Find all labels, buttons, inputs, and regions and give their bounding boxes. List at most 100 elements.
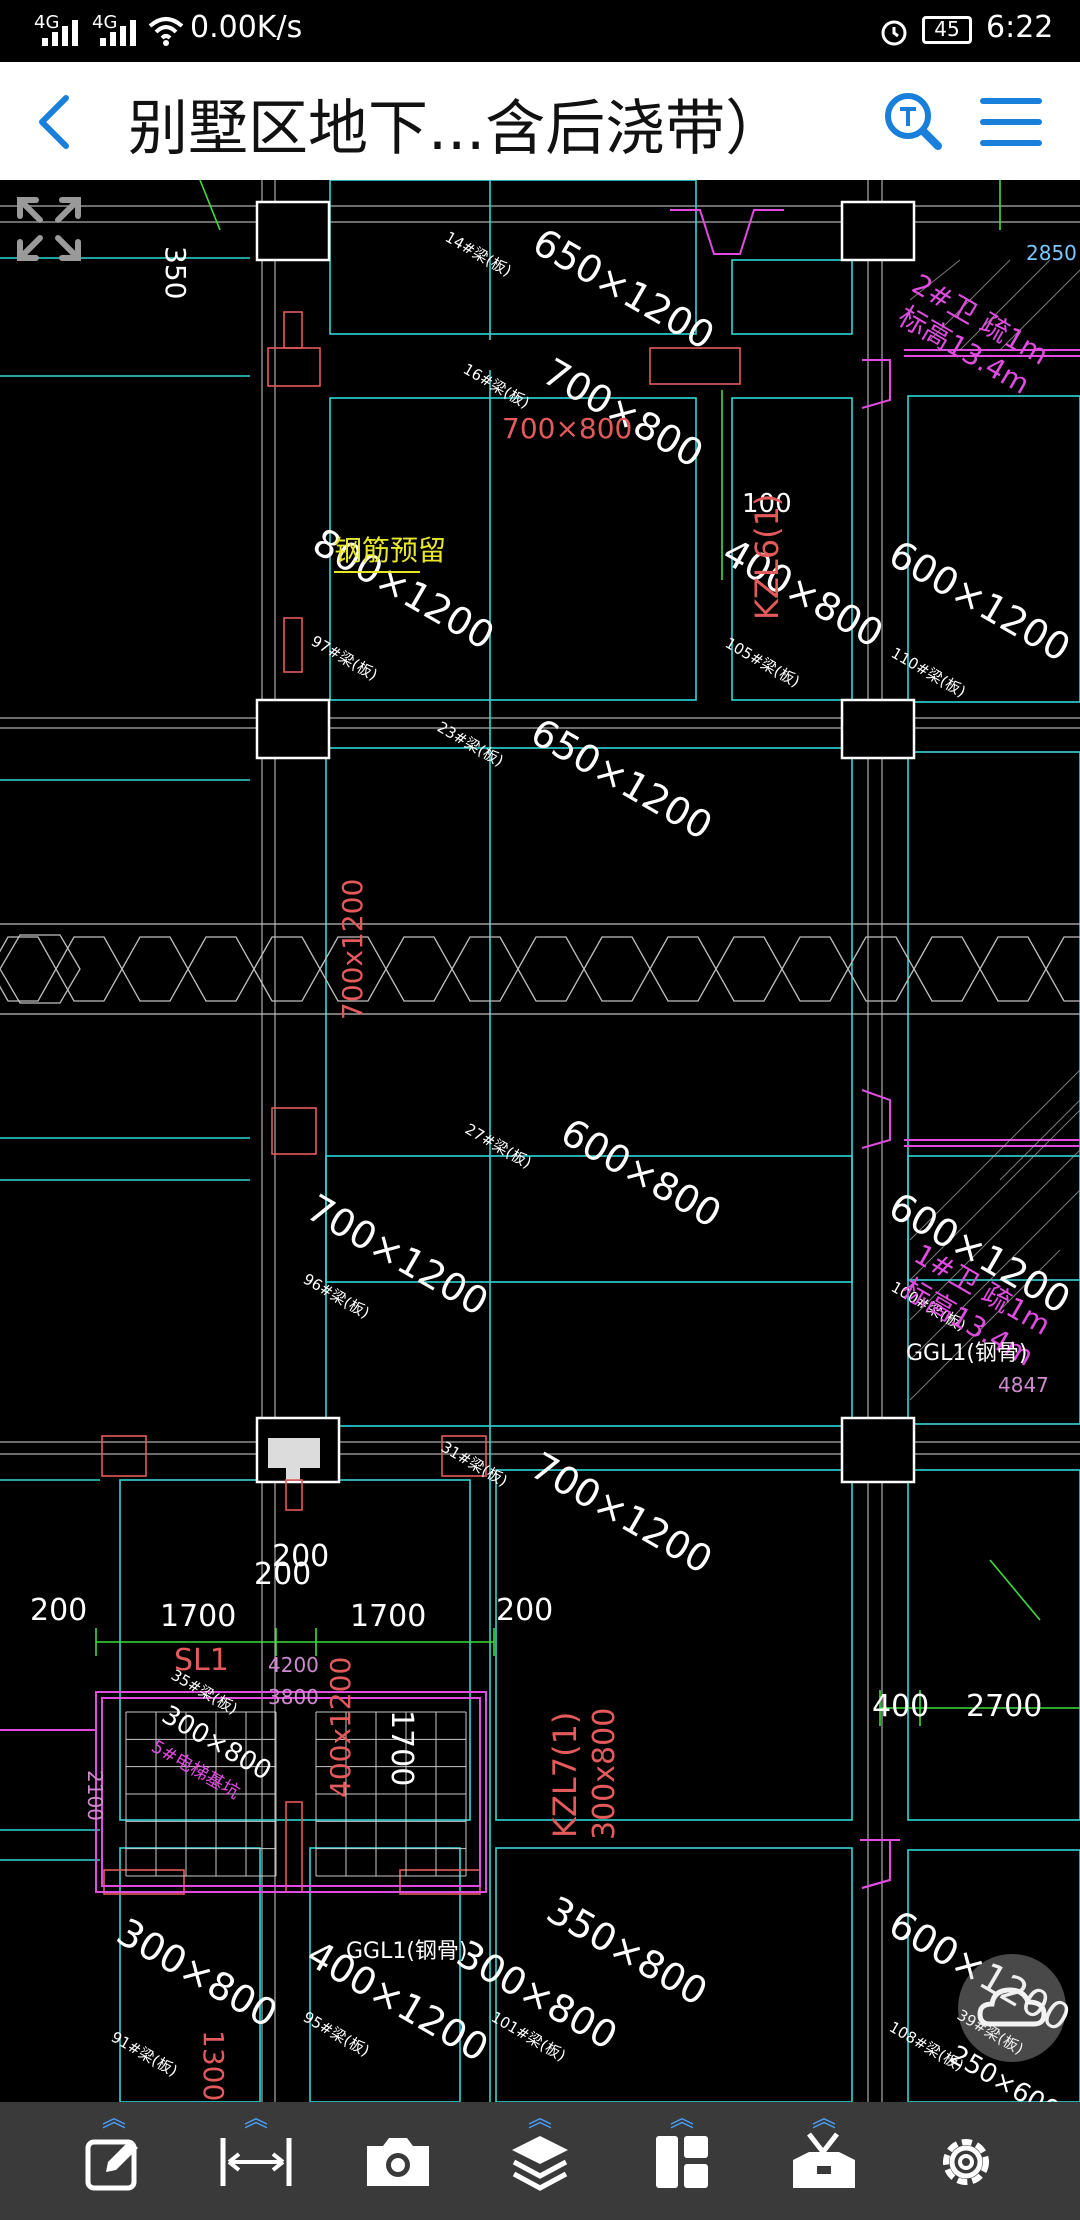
toolbox-icon xyxy=(793,2132,855,2188)
battery-icon: 45 xyxy=(922,16,972,44)
dimension-texts: 350 2850 200 1700 200 200 1700 200 4200 … xyxy=(30,241,1077,1821)
beam-label: 100 xyxy=(742,489,792,519)
cloud-sync-button[interactable] xyxy=(958,1954,1066,2062)
beam-tag: 96#梁(板) xyxy=(300,1270,373,1322)
red-label: 1300 xyxy=(197,2030,230,2101)
beam-label: 700×1200 xyxy=(300,1186,496,1325)
dim-text: 4847 xyxy=(998,1373,1049,1397)
battery-level: 45 xyxy=(934,17,960,41)
clock: 6:22 xyxy=(986,10,1054,45)
beam-tag: 27#梁(板) xyxy=(462,1120,535,1172)
dim-text: 200 xyxy=(496,1593,553,1628)
hexagon-cell xyxy=(1045,936,1080,1002)
wifi-icon xyxy=(148,17,184,46)
magenta-elements xyxy=(0,209,1080,1893)
layers-icon xyxy=(512,2136,568,2191)
layout-tool-button[interactable]: ︽ xyxy=(612,2102,752,2220)
status-bar: 4G 4G 0.00K/s 45 6:22 xyxy=(0,0,1080,62)
hexagon-cell xyxy=(517,936,585,1002)
measure-icon xyxy=(220,2138,292,2186)
hexagon-cell xyxy=(979,936,1047,1002)
red-label: 400x1200 xyxy=(324,1657,357,1798)
fullscreen-icon[interactable] xyxy=(14,194,84,264)
hexagon-cell xyxy=(847,936,915,1002)
beam-label: 600×1200 xyxy=(882,532,1078,671)
post-pour-hexagons xyxy=(0,936,1080,1002)
dim-text: 1700 xyxy=(160,1599,236,1634)
page-title: 别墅区地下...含后浇带） xyxy=(128,94,786,164)
dim-text: 1700 xyxy=(384,1710,419,1786)
ggl-label: GGL1(钢骨) xyxy=(346,1939,468,1964)
toolbox-tool-button[interactable]: ︽ xyxy=(754,2102,894,2220)
hamburger-menu-icon[interactable] xyxy=(978,94,1044,150)
expand-caret-icon: ︽ xyxy=(244,2104,268,2132)
dim-text: 2700 xyxy=(966,1689,1042,1724)
beam-tag: 105#梁(板) xyxy=(722,634,803,691)
dim-text: 2100 xyxy=(83,1770,107,1821)
dim-text: 200 xyxy=(254,1557,311,1592)
elevator-pit-grid xyxy=(125,1711,467,1877)
dim-text: 200 xyxy=(272,1539,329,1574)
column-fill xyxy=(268,1438,320,1480)
network-speed: 0.00K/s xyxy=(190,10,303,45)
measure-tool-button[interactable]: ︽ xyxy=(186,2102,326,2220)
annotate-tool-button[interactable]: ︽ xyxy=(44,2102,184,2220)
hexagon-cell xyxy=(649,936,717,1002)
hexagon-cell xyxy=(187,936,255,1002)
expand-caret-icon: ︽ xyxy=(102,2104,126,2132)
beam-tag: 14#梁(板) xyxy=(442,228,515,280)
hexagon-cell xyxy=(451,936,519,1002)
signal-icon-2 xyxy=(100,20,136,46)
camera-tool-button[interactable] xyxy=(328,2102,468,2220)
hexagon-cell xyxy=(121,936,189,1002)
red-label: 700x1200 xyxy=(336,879,369,1020)
back-arrow-icon[interactable] xyxy=(30,92,80,152)
beam-tag: 91#梁(板) xyxy=(108,2028,181,2080)
red-label: 300x800 xyxy=(587,1708,622,1840)
beam-label: 700×1200 xyxy=(524,1444,720,1583)
post-pour-strip xyxy=(0,923,1080,1015)
dim-text: 2850 xyxy=(1026,241,1077,265)
hatched-areas xyxy=(909,259,1080,1401)
beam-tag: 108#梁(板) xyxy=(886,2018,967,2075)
hexagon-cell xyxy=(55,936,123,1002)
hexagon-cell xyxy=(0,936,57,1002)
beam-label-red: 700×800 xyxy=(502,412,632,445)
dim-text: 200 xyxy=(30,1593,87,1628)
hexagon-cell xyxy=(583,936,651,1002)
text-search-icon[interactable] xyxy=(880,88,946,154)
cloud-icon xyxy=(977,1987,1047,2027)
drawing-canvas[interactable]: 650×1200 700×800 800×1200 400×800 600×12… xyxy=(0,180,1080,2102)
signal-label-1: 4G xyxy=(34,12,60,33)
annotate-icon xyxy=(85,2139,138,2191)
hexagon-cell xyxy=(781,936,849,1002)
dim-text: 350 xyxy=(159,246,192,299)
expand-caret-icon: ︽ xyxy=(528,2104,552,2132)
hexagon-cell xyxy=(385,936,453,1002)
red-labels: 700x1200 400x1200 KZL7(1) KZL6(1) 300x80… xyxy=(174,494,786,2102)
app-bar: 别墅区地下...含后浇带） xyxy=(0,62,1080,180)
expand-caret-icon: ︽ xyxy=(670,2104,694,2132)
red-label: KZL7(1) xyxy=(546,1712,584,1838)
expand-caret-icon: ︽ xyxy=(812,2104,836,2132)
beam-tag: 23#梁(板) xyxy=(434,718,507,770)
red-label: SL1 xyxy=(174,1643,229,1678)
layers-tool-button[interactable]: ︽ xyxy=(470,2102,610,2220)
ggl-label: GGL1(钢骨) xyxy=(906,1341,1028,1366)
hexagon-cell xyxy=(913,936,981,1002)
dim-text: 3800 xyxy=(268,1685,319,1709)
beam-label: 650×1200 xyxy=(524,710,720,849)
beam-label: 300×800 xyxy=(110,1910,285,2037)
dim-text: 400 xyxy=(872,1689,929,1724)
settings-tool-button[interactable] xyxy=(896,2102,1036,2220)
beam-tag: 31#梁(板) xyxy=(438,1438,511,1490)
beam-tag: 16#梁(板) xyxy=(460,360,533,412)
cad-drawing[interactable]: 650×1200 700×800 800×1200 400×800 600×12… xyxy=(0,180,1080,2102)
beam-tag: 95#梁(板) xyxy=(300,2008,373,2060)
beam-label: 400×800 xyxy=(716,530,891,657)
dim-text: 1700 xyxy=(350,1599,426,1634)
beam-outlines xyxy=(0,180,1080,2102)
signal-label-2: 4G xyxy=(92,12,118,33)
beam-tag: 110#梁(板) xyxy=(888,644,969,701)
camera-icon xyxy=(367,2138,429,2186)
